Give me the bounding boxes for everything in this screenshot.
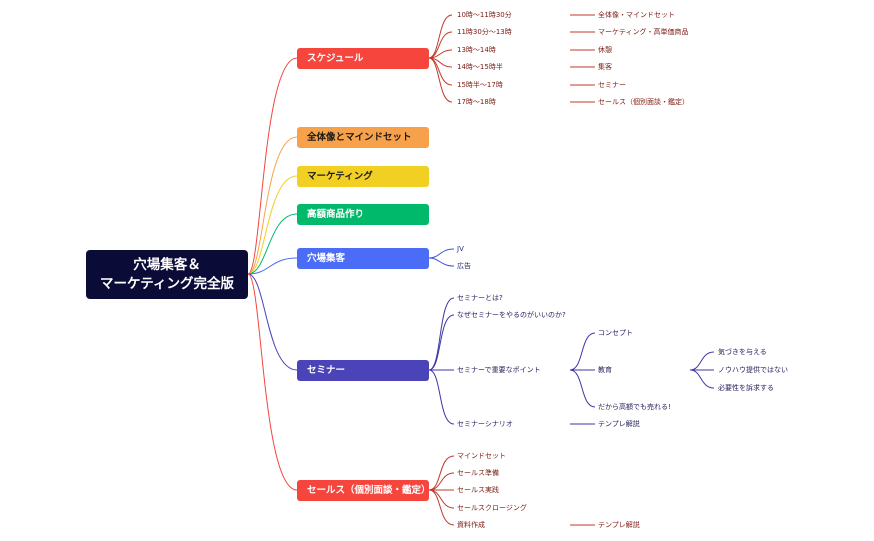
schedule-time[interactable]: 13時〜14時 bbox=[457, 46, 496, 54]
root-title-line2: マーケティング完全版 bbox=[100, 275, 234, 292]
sales-child[interactable]: マインドセット bbox=[457, 452, 506, 460]
sales-child[interactable]: セールス準備 bbox=[457, 469, 499, 477]
education-item[interactable]: ノウハウ提供ではない bbox=[718, 366, 788, 374]
schedule-topic[interactable]: 集客 bbox=[598, 63, 612, 71]
schedule-time[interactable]: 10時〜11時30分 bbox=[457, 11, 512, 19]
schedule-time[interactable]: 15時半〜17時 bbox=[457, 81, 503, 89]
branch-schedule[interactable]: スケジュール bbox=[297, 48, 429, 69]
attract-child-jv[interactable]: JV bbox=[457, 245, 464, 253]
seminar-point[interactable]: コンセプト bbox=[598, 329, 633, 337]
seminar-child[interactable]: セミナーで重要なポイント bbox=[457, 366, 541, 374]
material-template[interactable]: テンプレ解説 bbox=[598, 521, 640, 529]
schedule-time[interactable]: 14時〜15時半 bbox=[457, 63, 503, 71]
branch-seminar[interactable]: セミナー bbox=[297, 360, 429, 381]
link-product bbox=[247, 213, 298, 275]
branch-attract[interactable]: 穴場集客 bbox=[297, 248, 429, 269]
sales-child[interactable]: 資料作成 bbox=[457, 521, 485, 529]
link-seminar bbox=[247, 273, 298, 371]
seminar-point[interactable]: 教育 bbox=[598, 366, 612, 374]
link-attract bbox=[247, 257, 298, 275]
link-marketing bbox=[247, 175, 298, 275]
schedule-topic[interactable]: マーケティング・高単価商品 bbox=[598, 28, 689, 36]
branch-sales[interactable]: セールス（個別面談・鑑定） bbox=[297, 480, 431, 501]
sales-child[interactable]: セールス実践 bbox=[457, 486, 499, 494]
root-title-line1: 穴場集客＆ bbox=[133, 256, 201, 273]
schedule-time[interactable]: 11時30分〜13時 bbox=[457, 28, 512, 36]
schedule-topic[interactable]: セールス（個別面談・鑑定） bbox=[598, 98, 689, 106]
schedule-topic[interactable]: 休憩 bbox=[598, 46, 612, 54]
scenario-template[interactable]: テンプレ解説 bbox=[598, 420, 640, 428]
branch-marketing[interactable]: マーケティング bbox=[297, 166, 429, 187]
seminar-child[interactable]: セミナーシナリオ bbox=[457, 420, 513, 428]
education-item[interactable]: 気づきを与える bbox=[718, 348, 767, 356]
attract-child-ads[interactable]: 広告 bbox=[457, 262, 471, 270]
seminar-child[interactable]: セミナーとは? bbox=[457, 294, 503, 302]
sales-child[interactable]: セールスクロージング bbox=[457, 504, 527, 512]
schedule-topic[interactable]: 全体像・マインドセット bbox=[598, 11, 675, 19]
schedule-topic[interactable]: セミナー bbox=[598, 81, 626, 89]
root-node[interactable]: 穴場集客＆ マーケティング完全版 bbox=[86, 250, 248, 299]
link-schedule bbox=[247, 57, 298, 275]
branch-overview[interactable]: 全体像とマインドセット bbox=[297, 127, 429, 148]
seminar-point[interactable]: だから高額でも売れる! bbox=[598, 403, 671, 411]
schedule-time[interactable]: 17時〜18時 bbox=[457, 98, 496, 106]
branch-product[interactable]: 高額商品作り bbox=[297, 204, 429, 225]
link-overview bbox=[247, 136, 298, 275]
seminar-child[interactable]: なぜセミナーをやるのがいいのか? bbox=[457, 311, 566, 319]
link-sales bbox=[247, 273, 298, 491]
education-item[interactable]: 必要性を訴求する bbox=[718, 384, 774, 392]
